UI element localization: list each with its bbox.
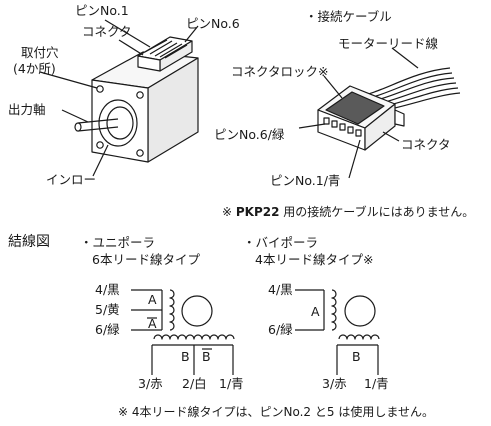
label-pin1-blue: ピンNo.1/青: [270, 173, 341, 188]
unipolar-wire-5: 5/黄: [95, 302, 120, 317]
motor-illustration: [39, 19, 199, 177]
note-four-lead: ※ 4本リード線タイプは、ピンNo.2 と5 は使用しません。: [118, 405, 434, 419]
label-pin6-green: ピンNo.6/緑: [214, 127, 285, 142]
label-motor-connector: コネクタ: [82, 24, 132, 39]
label-cable-connector: コネクタ: [401, 137, 451, 152]
label-pin1: ピンNo.1: [75, 3, 129, 18]
note-mark: ※: [222, 205, 233, 219]
bipolar-phase-b: B: [352, 349, 361, 364]
unipolar-subtitle: 6本リード線タイプ: [92, 252, 200, 267]
label-connector-lock: コネクタロック※: [231, 64, 329, 79]
label-mounting-hole-count: (4か所): [13, 61, 56, 76]
unipolar-wire-1: 1/青: [219, 376, 244, 391]
label-inlow: インロー: [46, 172, 97, 187]
bipolar-subtitle: 4本リード線タイプ※: [255, 252, 374, 267]
label-mounting-hole: 取付穴: [21, 45, 59, 60]
bipolar-wire-4: 4/黒: [268, 282, 293, 297]
note-model: PKP22: [235, 205, 280, 219]
label-pin6: ピンNo.6: [186, 16, 240, 31]
unipolar-phase-a: A: [148, 292, 157, 307]
bipolar-title: ・バイポーラ: [243, 235, 319, 250]
bipolar-phase-a: A: [311, 304, 320, 319]
unipolar-phase-b: B: [181, 349, 190, 364]
unipolar-wire-2: 2/白: [182, 376, 207, 391]
cable-illustration: [298, 47, 461, 179]
note-cable-lock: ※ PKP22 用の接続ケーブルにはありません。: [222, 205, 474, 219]
bipolar-wiring: [295, 289, 380, 375]
bipolar-wire-1: 1/青: [364, 376, 389, 391]
note-text: 用の接続ケーブルにはありません。: [279, 205, 475, 219]
unipolar-wire-6: 6/緑: [95, 322, 120, 337]
bipolar-wire-3: 3/赤: [322, 376, 347, 391]
bipolar-wire-6: 6/緑: [268, 322, 293, 337]
unipolar-phase-a-bar: A: [148, 316, 157, 331]
wiring-title: 結線図: [8, 234, 50, 250]
unipolar-wiring: [131, 289, 235, 375]
cable-section-title: ・接続ケーブル: [305, 9, 392, 24]
unipolar-wire-3: 3/赤: [138, 376, 163, 391]
unipolar-wire-4: 4/黒: [95, 282, 120, 297]
unipolar-title: ・ユニポーラ: [80, 235, 156, 250]
unipolar-phase-b-bar: B: [202, 349, 211, 364]
label-output-shaft: 出力軸: [8, 102, 46, 117]
label-lead-wire: モーターリード線: [338, 36, 439, 51]
